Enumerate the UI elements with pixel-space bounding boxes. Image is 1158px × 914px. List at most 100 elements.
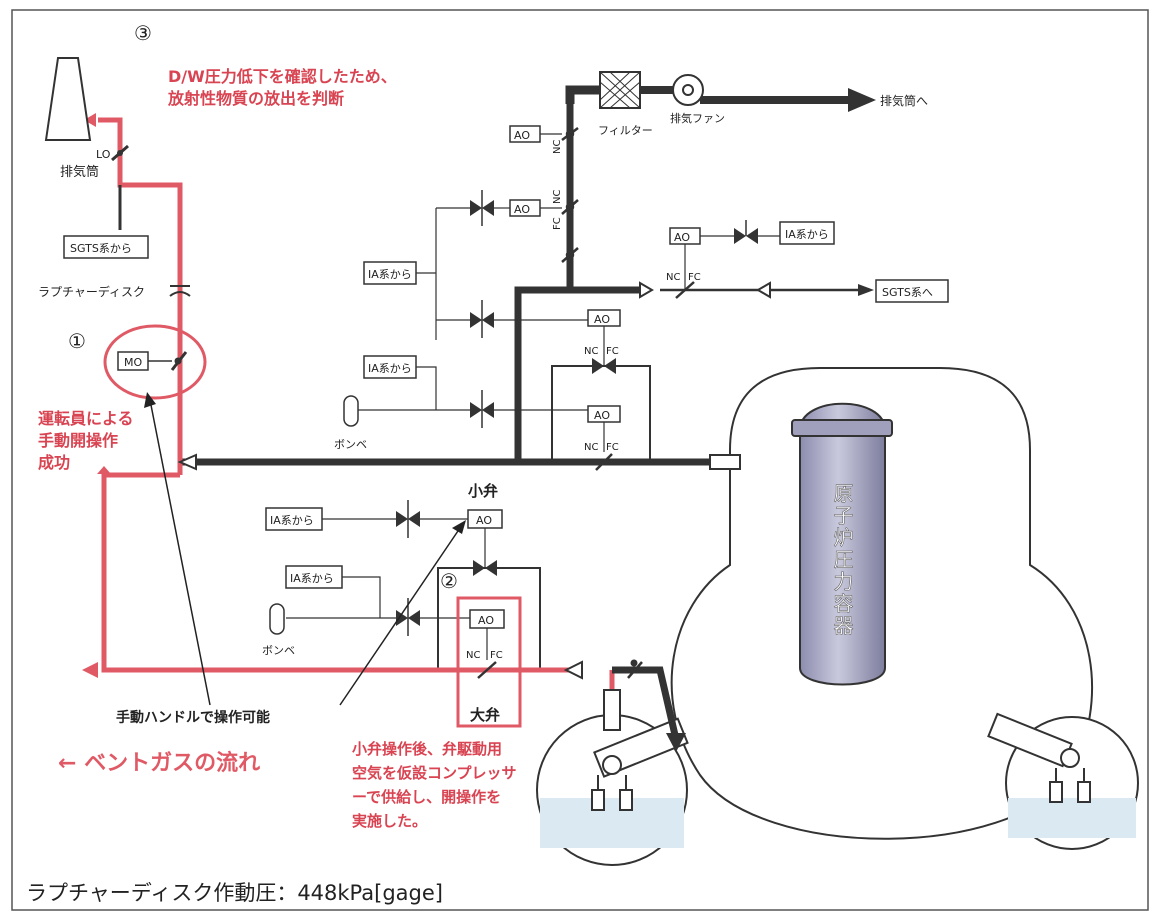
marker-3: ③: [134, 21, 152, 45]
ao-tag-mid: AO: [514, 203, 530, 216]
pointer-head-1: [144, 392, 156, 408]
pool-water-left: [540, 798, 684, 848]
fc-tag-sgts: FC: [688, 272, 701, 283]
downcomer-right: [987, 712, 1091, 803]
vent-flow-legend: ← ベントガスの流れ: [58, 750, 260, 776]
large-valve-highlight: [456, 596, 522, 728]
manual-handle-note: 手動ハンドルで操作可能: [116, 709, 270, 726]
filter-hatch: [599, 71, 641, 109]
cylinder-label-lower: ボンベ: [262, 644, 295, 657]
rpv-flange: [791, 419, 893, 437]
manual-handle-pointers: [149, 399, 461, 706]
mo-valve-highlight: [103, 324, 207, 400]
operator-note-line3: 成功: [38, 453, 70, 472]
sgts-line-reducer-2: [756, 281, 771, 299]
nc-tag-sgts: NC: [666, 272, 680, 283]
lo-valve: LO: [96, 144, 129, 162]
filter-label: フィルター: [598, 124, 653, 137]
solenoid-valve-5: [396, 598, 420, 636]
diagram-frame: [11, 9, 1149, 911]
solenoid-valve-sgts: [734, 220, 758, 244]
ao-tag-bypass-1: AO: [594, 313, 610, 326]
rupture-disk-icon: [169, 285, 191, 297]
large-valve-icon: [477, 661, 497, 679]
ia-label-middle: IA系から: [368, 362, 412, 375]
vent-arrow-left: [82, 662, 98, 678]
solenoid-valve-2: [470, 300, 494, 338]
lo-tag: LO: [96, 148, 111, 161]
ao-tag-small-valve: AO: [476, 514, 492, 527]
pool-water-right: [1008, 798, 1136, 838]
arrow-to-sgts: [858, 284, 874, 296]
bypass-valve-1: [592, 358, 616, 374]
compressor-note-line3: ーで供給し、開操作を: [352, 788, 501, 806]
drywell-line: [612, 666, 679, 736]
fc-tag-large-valve: FC: [490, 650, 503, 661]
ia-feed-upper: [416, 207, 470, 340]
vertical-line-valves: [561, 127, 579, 263]
ia-label-lower-2: IA系から: [290, 572, 334, 585]
ao-tag-large-valve: AO: [478, 614, 494, 627]
nc-tag-main: NC: [584, 442, 598, 453]
rpv-label: 原子炉圧力容器: [830, 483, 854, 637]
ia-label-sgts: IA系から: [785, 228, 829, 241]
fan-label: 排気ファン: [670, 111, 725, 125]
vent-line-valve: [627, 661, 643, 679]
large-valve-label: 大弁: [470, 706, 500, 724]
downcomer-left: [591, 717, 689, 811]
marker-2: ②: [440, 569, 458, 593]
nc-tag-large-valve: NC: [466, 650, 480, 661]
wetwell-nozzle: [603, 689, 621, 731]
to-sgts-box: [875, 279, 949, 303]
reactor-pressure-vessel: [799, 402, 886, 686]
ia-label-lower-1: IA系から: [270, 514, 314, 527]
from-sgts-box: [63, 235, 149, 259]
nc-tag-upper: NC: [552, 140, 563, 154]
compressor-note-line2: 空気を仮設コンプレッサ: [352, 764, 517, 782]
main-nc-fc-valve: [595, 453, 613, 471]
ia-feed-lower-2: [286, 576, 396, 619]
cylinder-icon-upper: [343, 395, 359, 427]
exhaust-fan-icon: [672, 74, 704, 106]
sgts-line-reducer-1: [639, 281, 654, 299]
to-stack-label: 排気筒へ: [880, 93, 928, 108]
cylinder-icon-lower: [269, 603, 285, 635]
nc-tag-mid: NC: [552, 190, 563, 204]
pointer-head-2: [452, 520, 466, 534]
arrow-into-dw: [666, 733, 686, 752]
marker-1: ①: [68, 329, 86, 353]
decision-note-line2: 放射性物質の放出を判断: [167, 89, 344, 108]
small-valve-icon: [473, 560, 497, 576]
solenoid-valve-1: [470, 190, 494, 226]
solenoid-valve-3: [470, 390, 494, 428]
ao-tag-upper: AO: [514, 129, 530, 142]
mo-valve-stem: [174, 357, 182, 365]
exhaust-stack-icon: [44, 57, 92, 141]
vent-valve-stem: [630, 659, 638, 667]
ia-feed-middle: [356, 366, 470, 411]
operator-note-line2: 手動開操作: [38, 431, 118, 450]
vent-arrow-up: [97, 466, 111, 474]
vent-line-reducer: [563, 660, 583, 680]
main-line-reducer: [177, 453, 197, 471]
mo-tag: MO: [124, 356, 142, 369]
stack-label: 排気筒: [60, 164, 99, 180]
ao-tag-bypass-2: AO: [594, 409, 610, 422]
compressor-note-line1: 小弁操作後、弁駆動用: [352, 740, 502, 758]
fc-tag-main: FC: [606, 442, 619, 453]
ia-label-upper: IA系から: [368, 268, 412, 281]
arrow-to-stack: [848, 88, 876, 112]
fan-hub: [682, 84, 694, 96]
compressor-note-line4: 実施した。: [352, 812, 427, 830]
rupture-pressure-caption: ラプチャーディスク作動圧：448kPa[gage]: [26, 881, 443, 905]
solenoid-valve-4: [396, 500, 420, 538]
fc-tag-bypass-1: FC: [606, 346, 619, 357]
pcv-penetration: [709, 454, 741, 470]
vent-arrow-stack: [84, 113, 96, 127]
nc-tag-bypass-1: NC: [584, 346, 598, 357]
to-sgts-label: SGTS系へ: [882, 286, 933, 299]
ao-tag-sgts: AO: [674, 231, 690, 244]
containment-vessel: 原子炉圧力容器: [536, 367, 1139, 866]
sgts-valve-icon: [675, 281, 695, 299]
